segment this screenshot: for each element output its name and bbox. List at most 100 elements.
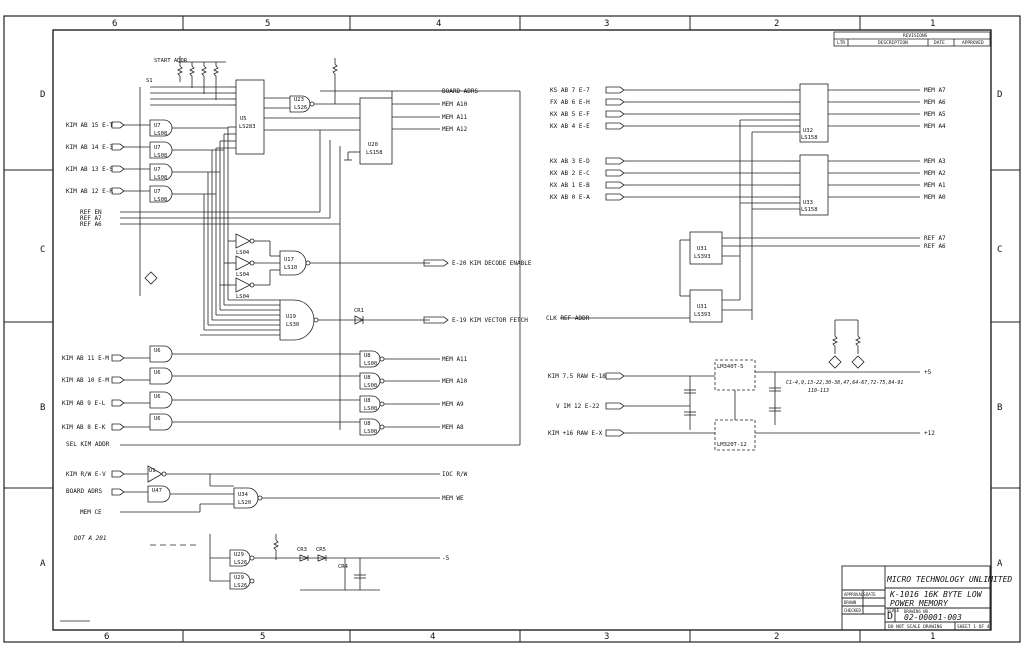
in-v12: V IM 12 E-22: [556, 403, 600, 410]
revisions-block: [833, 31, 991, 47]
chip-ls158: LS158: [366, 150, 383, 156]
chip-ls10: LS10: [284, 265, 297, 271]
drawing-no-label: DRAWING NO.: [904, 609, 931, 614]
approvals-label: APPROVALS: [844, 592, 866, 597]
switch-s1: S1: [146, 78, 153, 84]
scale-label: SCALE: [887, 608, 900, 613]
out-mem-a10: MEM A10: [442, 101, 468, 108]
in-ab4: KX AB 4 E-E: [550, 123, 590, 130]
chip-u29-b: U29: [234, 575, 244, 581]
zone-bottom-6: 6: [104, 632, 109, 642]
signal-kim-ab13: KIM AB 13 E-S: [66, 166, 113, 173]
chip-ls00-b: LS00: [364, 383, 377, 389]
chip-u18-c: LS04: [236, 294, 250, 300]
zone-left-c: C: [40, 245, 45, 255]
diode-cr5: CR5: [316, 547, 326, 553]
in-16-raw: KIM +16 RAW E-X: [548, 430, 603, 437]
chip-ls08-c: LS08: [154, 175, 167, 181]
revisions-desc: DESCRIPTION: [878, 40, 908, 46]
chip-u5: U5: [240, 116, 247, 122]
drawing-number: 02-00001-003: [904, 613, 962, 622]
chip-u1: U1: [149, 468, 156, 474]
chip-u29-a: U29: [234, 552, 244, 558]
signal-board-adrs: BOARD ADRS: [66, 488, 103, 495]
chip-u18-a: LS04: [236, 250, 250, 256]
zone-bottom-3: 3: [604, 632, 609, 642]
in-ab1: KX AB 1 E-B: [550, 182, 590, 189]
zone-right-a: A: [997, 559, 1003, 569]
out-ref-a6: REF A6: [924, 243, 946, 250]
zone-right-c: C: [997, 245, 1002, 255]
signal-kim-ab8: KIM AB 8 E-K: [62, 424, 106, 431]
cap-note-2: 110-113: [808, 388, 829, 394]
in-ab5: KX AB 5 E-F: [550, 111, 590, 118]
signal-ref-en: REF EN: [80, 209, 102, 216]
chip-u31-b: U31: [697, 304, 707, 310]
scale-notice: DO NOT SCALE DRAWING: [888, 624, 942, 630]
out-mem-a5: MEM A5: [924, 111, 946, 118]
drawing-title-line2: POWER MEMORY: [890, 599, 949, 608]
chip-u34: U34: [238, 492, 249, 498]
chip-ls26: LS26: [294, 105, 307, 111]
out-mem-a7: MEM A7: [924, 87, 946, 94]
diode-cr3: CR3: [297, 547, 307, 553]
date-label: DATE: [866, 592, 876, 597]
sheet-number: SHEET 1 OF 4: [957, 624, 990, 630]
chip-u8-c: U8: [364, 398, 371, 404]
chip-ls393-b: LS393: [694, 312, 711, 318]
reg-lm320t12: LM320T-12: [717, 442, 747, 448]
chip-ls00-c: LS00: [364, 406, 377, 412]
signal-kim-rw: KIM R/W E-V: [66, 471, 106, 478]
dot-note: DOT A 201: [73, 535, 107, 542]
cap-note: C1-4,9,13-22,30-38,47,64-67,72-75,84-91: [786, 380, 903, 386]
zone-right-d: D: [997, 90, 1002, 100]
right-circuit-wiring: [560, 83, 920, 451]
sheet-size: D: [887, 611, 893, 622]
chip-ls393-a: LS393: [694, 254, 711, 260]
chip-u7-d: U7: [154, 189, 161, 195]
chip-ls00-d: LS00: [364, 429, 377, 435]
zone-top-4: 4: [436, 19, 441, 29]
drawing-title-line1: K-1016 16K BYTE LOW: [889, 590, 983, 599]
out-mem-a12: MEM A12: [442, 126, 468, 133]
zone-left-b: B: [40, 403, 45, 413]
chip-u47: U47: [152, 488, 162, 494]
chip-u6-a: U6: [154, 348, 161, 354]
out-mem-a2: MEM A2: [924, 170, 946, 177]
out-mem-a11: MEM A11: [442, 114, 468, 121]
chip-u7-c: U7: [154, 167, 161, 173]
revisions-title: REVISIONS: [903, 33, 928, 39]
chip-ls20: LS20: [238, 500, 251, 506]
chip-u6-c: U6: [154, 394, 161, 400]
chip-u23: U23: [294, 97, 304, 103]
out-plus5: +5: [924, 369, 932, 376]
reg-lm340t5: LM340T-5: [717, 364, 744, 370]
drawn-label: DRAWN: [844, 600, 857, 605]
out-board-adrs: BOARD ADRS: [442, 88, 479, 95]
chip-u8-b: U8: [364, 375, 371, 381]
signal-kim-ab14: KIM AB 14 E-3: [66, 144, 113, 151]
start-addr-label: START ADDR: [154, 58, 188, 64]
out-ioc-rw: IOC R/W: [442, 471, 468, 478]
zone-bottom-1: 1: [930, 632, 935, 642]
chip-u8-d: U8: [364, 421, 371, 427]
zone-left-d: D: [40, 90, 45, 100]
chip-ls26-a: LS26: [234, 560, 247, 566]
chip-u18-b: LS04: [236, 272, 250, 278]
chip-ls158-b: LS158: [801, 135, 818, 141]
out-vector-fetch: E-19 KIM VECTOR FETCH: [452, 317, 528, 324]
chip-ls00-a: LS00: [364, 361, 377, 367]
signal-kim-ab9: KIM AB 9 E-L: [62, 400, 106, 407]
in-clk-ref-addr: CLK REF ADDR: [546, 315, 590, 322]
out-mem-we: MEM WE: [442, 495, 464, 502]
title-block: [841, 565, 991, 631]
chip-u31-a: U31: [697, 246, 707, 252]
chip-u7-b: U7: [154, 145, 161, 151]
revisions-date: DATE: [934, 40, 945, 46]
zone-top-1: 1: [930, 19, 935, 29]
chip-ls26-b: LS26: [234, 583, 247, 589]
chip-u19: U19: [286, 314, 296, 320]
chip-ls283: LS283: [239, 124, 256, 130]
diode-cr4: CR4: [338, 564, 349, 570]
